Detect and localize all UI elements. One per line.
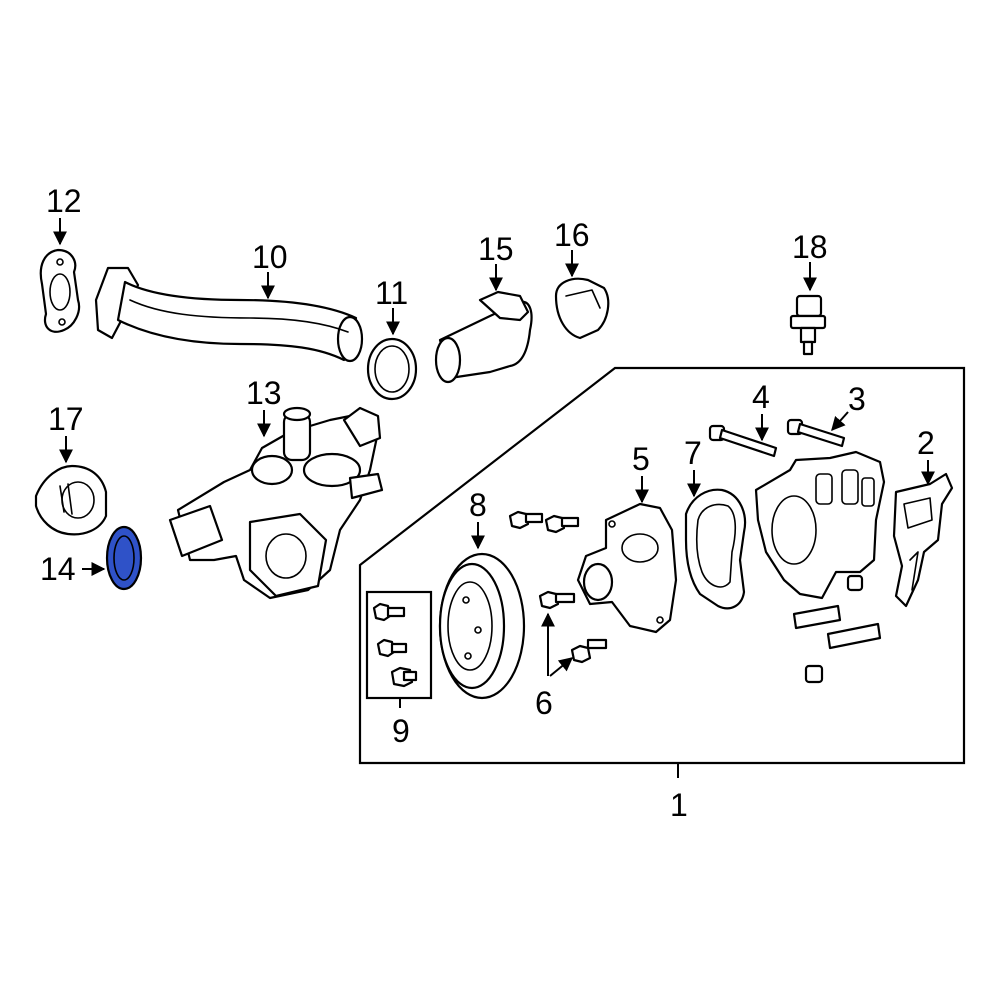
part-3-bolt[interactable]	[786, 418, 846, 448]
callout-12: 12	[46, 183, 82, 219]
callout-17: 17	[48, 401, 84, 437]
part-2-gasket[interactable]	[892, 472, 954, 608]
part-6-bolts[interactable]	[508, 510, 608, 664]
callout-13: 13	[246, 375, 282, 411]
callout-7: 7	[684, 435, 702, 471]
callout-5: 5	[632, 441, 650, 477]
part-15-outlet-housing[interactable]	[434, 290, 533, 384]
part-8-pulley[interactable]	[438, 552, 526, 700]
callout-3: 3	[848, 381, 866, 417]
callout-9: 9	[392, 713, 410, 749]
callout-15: 15	[478, 231, 514, 267]
callout-10: 10	[252, 239, 288, 275]
callout-14: 14	[40, 551, 76, 587]
part-17-thermostat[interactable]	[34, 464, 108, 536]
callout-labels: 12 10 11 15 16 18 13 17 14 4 3 2 5 7 8 6…	[40, 183, 935, 823]
part-9-bolt-kit[interactable]	[365, 590, 433, 708]
part-1-pump-housing[interactable]	[754, 450, 886, 684]
callout-4: 4	[752, 379, 770, 415]
part-13-thermostat-housing[interactable]	[168, 406, 384, 600]
part-16-cap[interactable]	[554, 277, 610, 340]
callout-6: 6	[535, 685, 553, 721]
callout-1: 1	[670, 787, 688, 823]
part-11-o-ring[interactable]	[366, 337, 418, 401]
part-7-pump-gasket[interactable]	[684, 488, 747, 610]
part-10-coolant-pipe[interactable]	[94, 266, 364, 363]
callout-2: 2	[917, 425, 935, 461]
part-12-gasket[interactable]	[39, 248, 81, 333]
callout-8: 8	[469, 487, 487, 523]
part-18-sensor[interactable]	[789, 294, 827, 356]
callout-11: 11	[375, 275, 408, 311]
part-14-gasket[interactable]	[105, 525, 143, 591]
callout-16: 16	[554, 217, 590, 253]
assembly-frame	[358, 366, 966, 778]
part-4-bolt[interactable]	[708, 424, 778, 458]
part-5-water-pump[interactable]	[576, 502, 678, 634]
callout-18: 18	[792, 229, 828, 265]
leader-lines	[53, 218, 935, 677]
